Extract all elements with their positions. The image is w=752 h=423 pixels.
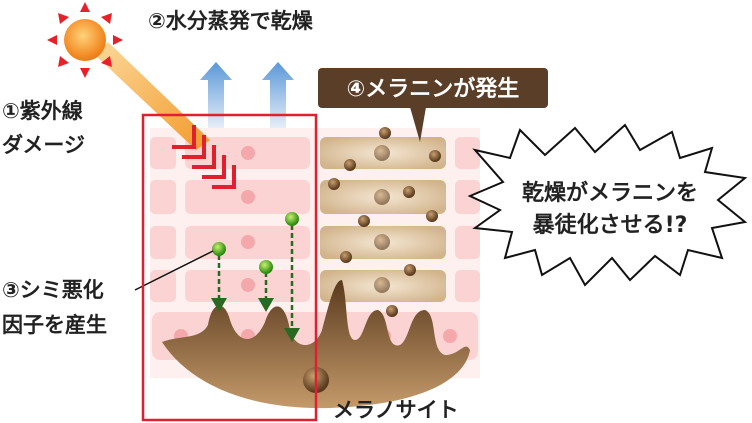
melanin-callout-text: ④メラニンが発生: [347, 76, 520, 102]
sun-icon: [47, 2, 123, 78]
bubble-line-1: 乾燥がメラニンを: [522, 180, 698, 206]
melanin-callout: ④メラニンが発生: [318, 68, 548, 142]
pigment-factors: [212, 212, 299, 274]
factor-label-1: ③シミ悪化: [2, 278, 104, 302]
uv-beam: [95, 42, 210, 150]
evaporation-arrows-icon: [200, 62, 294, 128]
speech-bubble: [467, 123, 748, 287]
brown-nuclei: [374, 145, 390, 293]
evaporation-label: ②水分蒸発で乾燥: [148, 9, 314, 33]
highlight-box: [141, 113, 318, 422]
melanin-granules: [328, 127, 441, 317]
bubble-line-2: 暴徒化させる!?: [532, 212, 688, 238]
uv-impact-icon: [172, 125, 236, 189]
uv-label-2: ダメージ: [2, 133, 85, 157]
melanocyte-label: メラノサイト: [333, 398, 459, 422]
leader-line: [134, 250, 214, 291]
uv-label-1: ①紫外線: [2, 99, 83, 123]
arrow-heads: [211, 298, 300, 342]
pigment-factor-arrows: [217, 225, 294, 330]
factor-label-2: 因子を産生: [2, 313, 107, 337]
